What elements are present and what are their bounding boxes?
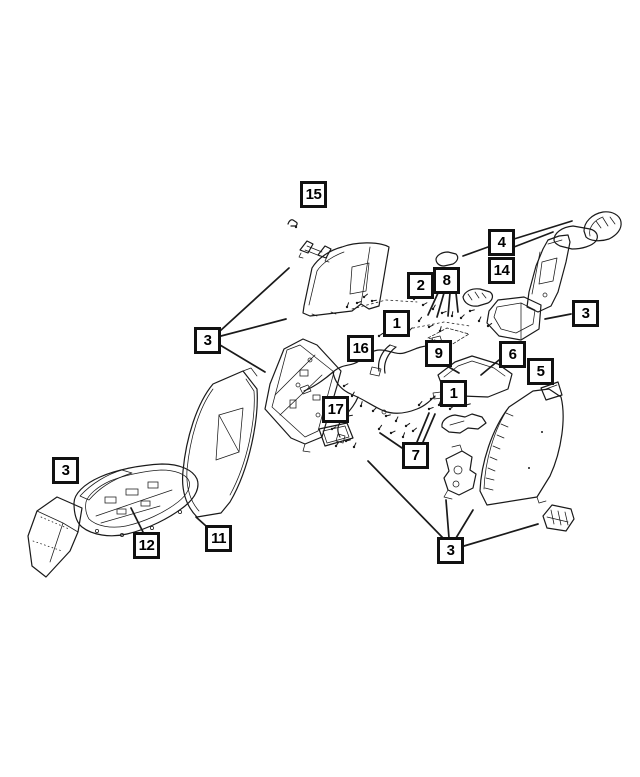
leader-line [379,432,403,449]
fastener-icon [384,414,391,418]
leader-line [513,231,554,248]
leader-line [219,344,266,373]
leader-line [219,267,290,332]
leader-line [446,365,460,374]
fastener-icon [427,406,434,411]
callout-3[interactable]: 3 [52,457,79,484]
callout-4[interactable]: 4 [488,229,515,256]
fastener-icon [344,439,351,443]
fastener-icon [362,293,368,299]
fastener-icon [486,322,493,328]
fastener-icon [431,304,436,311]
callout-5[interactable]: 5 [527,358,554,385]
fastener-icon [421,302,428,307]
callout-12[interactable]: 12 [133,532,160,559]
leader-line [544,313,572,320]
callout-11[interactable]: 11 [205,525,232,552]
leader-lines [130,220,573,547]
leader-line [195,516,207,527]
fastener-icon [438,326,442,333]
fastener-icon [371,407,377,413]
connector-block [542,504,575,532]
fastener-icon [427,324,434,329]
fastener-icon [450,311,454,318]
fastener-icon [342,383,349,388]
leader-line [367,460,444,539]
leader-line [447,292,451,317]
rear-trim-panel [479,381,564,506]
leader-line [445,499,450,539]
callout-6[interactable]: 6 [499,341,526,368]
fastener-marks [330,293,493,449]
small-tray [318,422,354,447]
side-bracket-panel [27,496,83,578]
backrest-trim-panel [181,367,258,518]
fastener-icon [417,401,423,407]
console-base-frame [264,338,342,453]
leader-line [427,292,439,316]
latch-mechanism [443,444,477,500]
foam-pad-outline [351,299,471,346]
callout-3[interactable]: 3 [572,300,599,327]
fastener-icon [355,300,362,305]
fastener-icon [377,424,383,431]
leader-line [480,359,500,376]
fastener-icon [377,332,384,338]
armrest-lid-pad [553,225,598,250]
callout-17[interactable]: 17 [322,396,349,423]
fastener-icon [352,442,357,449]
callout-15[interactable]: 15 [300,181,327,208]
callout-8[interactable]: 8 [433,267,460,294]
mounting-plate [441,413,487,434]
leader-line [130,507,144,533]
console-bin [486,296,542,341]
fastener-icon [468,309,475,313]
callout-7[interactable]: 7 [402,442,429,469]
leader-line [513,220,573,240]
fastener-icon [429,396,436,401]
leader-line [422,413,436,443]
latch-pad [462,288,494,307]
fastener-icon [404,422,411,428]
left-side-trim-panel [302,242,390,317]
callout-14[interactable]: 14 [488,257,515,284]
callout-2[interactable]: 2 [407,272,434,299]
leader-line [462,246,489,257]
leader-line [220,318,287,337]
fastener-icon [417,316,423,323]
leader-line [455,509,474,539]
callout-16[interactable]: 16 [347,335,374,362]
strap [369,344,397,377]
callout-3[interactable]: 3 [194,327,221,354]
fastener-icon [345,302,350,309]
hinge-bracket [298,240,332,263]
leader-line [463,523,539,547]
callout-1[interactable]: 1 [440,380,467,407]
leader-line [436,292,445,318]
callout-1[interactable]: 1 [383,310,410,337]
armrest-lid-cover [583,211,622,242]
callout-3[interactable]: 3 [437,537,464,564]
fastener-icon [477,316,482,323]
top-cap [435,251,459,267]
leader-line [416,412,430,443]
retainer-clip [287,219,298,229]
console-carrier-pan [73,463,199,537]
right-side-trim-panel [526,234,571,313]
fastener-icon [394,416,399,423]
callout-9[interactable]: 9 [425,340,452,367]
fastener-icon [334,441,340,448]
fastener-icon [330,426,337,431]
fastener-icon [359,401,363,408]
leader-line [455,292,459,313]
fastener-icon [350,391,355,398]
fastener-icon [459,314,465,320]
fastener-icon [411,427,417,433]
fastener-icon [389,430,396,435]
fastener-icon [401,432,406,439]
fastener-icon [370,299,377,303]
fastener-icon [440,310,447,315]
